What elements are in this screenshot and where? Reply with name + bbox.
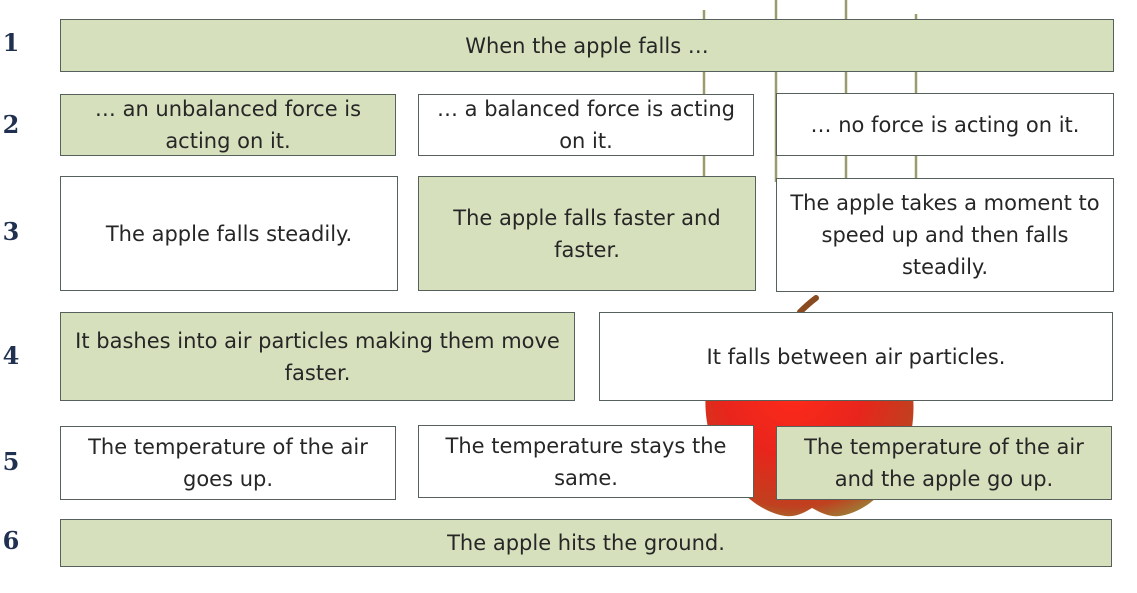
row-number-6: 6 xyxy=(2,526,20,555)
row-number-1: 1 xyxy=(2,28,20,57)
option-card-row5-a[interactable]: The temperature of the air goes up. xyxy=(60,426,396,500)
option-card-label: … no force is acting on it. xyxy=(810,112,1080,137)
option-card-row2-b[interactable]: … a balanced force is acting on it. xyxy=(418,94,754,156)
option-card-label: The apple falls faster and faster. xyxy=(453,205,721,262)
row-number-2: 2 xyxy=(2,110,20,139)
option-card-row3-b[interactable]: The apple falls faster and faster. xyxy=(418,176,756,291)
option-card-row2-c[interactable]: … no force is acting on it. xyxy=(776,93,1114,156)
row-number-4: 4 xyxy=(2,341,20,370)
option-card-label: The temperature of the air goes up. xyxy=(88,435,368,491)
option-card-label: The temperature of the air and the apple… xyxy=(804,435,1084,491)
option-card-label: It bashes into air particles making them… xyxy=(75,328,560,385)
option-card-label: … a balanced force is acting on it. xyxy=(436,97,736,153)
option-card-label: The apple falls steadily. xyxy=(105,221,353,246)
option-card-row3-a[interactable]: The apple falls steadily. xyxy=(60,176,398,291)
option-card-label: The apple takes a moment to speed up and… xyxy=(790,191,1100,279)
row-number-3: 3 xyxy=(2,217,20,246)
option-card-row4-b[interactable]: It falls between air particles. xyxy=(599,312,1113,401)
option-card-row3-c[interactable]: The apple takes a moment to speed up and… xyxy=(776,178,1114,292)
option-card-row5-b[interactable]: The temperature stays the same. xyxy=(418,425,754,498)
option-card-row6-a[interactable]: The apple hits the ground. xyxy=(60,519,1112,567)
option-card-label: The temperature stays the same. xyxy=(445,433,727,490)
apple-stem xyxy=(797,295,819,315)
option-card-row5-c[interactable]: The temperature of the air and the apple… xyxy=(776,426,1112,500)
option-card-label: When the apple falls … xyxy=(465,33,709,58)
option-card-label: … an unbalanced force is acting on it. xyxy=(94,97,362,153)
option-card-label: The apple hits the ground. xyxy=(447,531,725,555)
option-card-row2-a[interactable]: … an unbalanced force is acting on it. xyxy=(60,94,396,156)
option-card-row4-a[interactable]: It bashes into air particles making them… xyxy=(60,312,575,401)
row-number-5: 5 xyxy=(2,447,20,476)
option-card-row1-a[interactable]: When the apple falls … xyxy=(60,19,1114,72)
option-card-label: It falls between air particles. xyxy=(706,344,1006,369)
